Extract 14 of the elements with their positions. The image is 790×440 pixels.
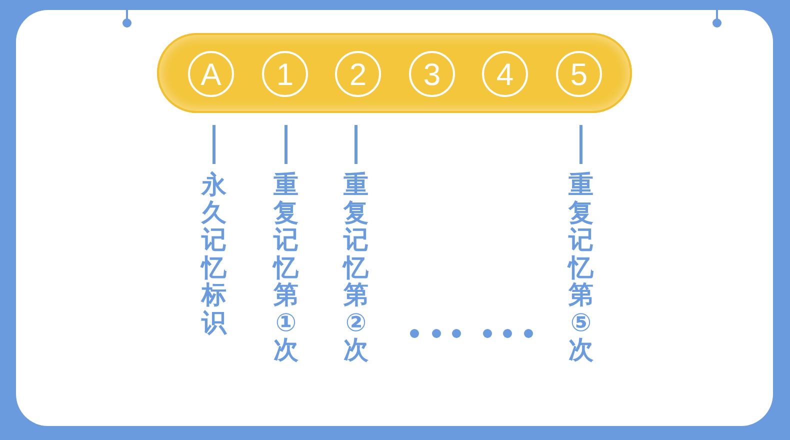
vertical-label: 重复记忆第①次	[274, 171, 298, 364]
leader-line	[354, 125, 358, 164]
leader-line	[212, 125, 216, 164]
number-circle: 4	[482, 51, 528, 97]
vertical-label: 重复记忆第⑤次	[568, 171, 594, 364]
letter-circle: A	[188, 51, 234, 97]
leader-line	[580, 125, 582, 164]
vertical-label: 永久记忆标识	[202, 171, 226, 336]
number-circle: 3	[409, 51, 455, 97]
number-circle: 2	[335, 51, 381, 97]
vertical-label: 重复记忆第②次	[344, 171, 368, 364]
number-circle: 1	[262, 51, 308, 97]
leader-line	[284, 125, 288, 164]
number-circle: 5	[556, 51, 602, 97]
